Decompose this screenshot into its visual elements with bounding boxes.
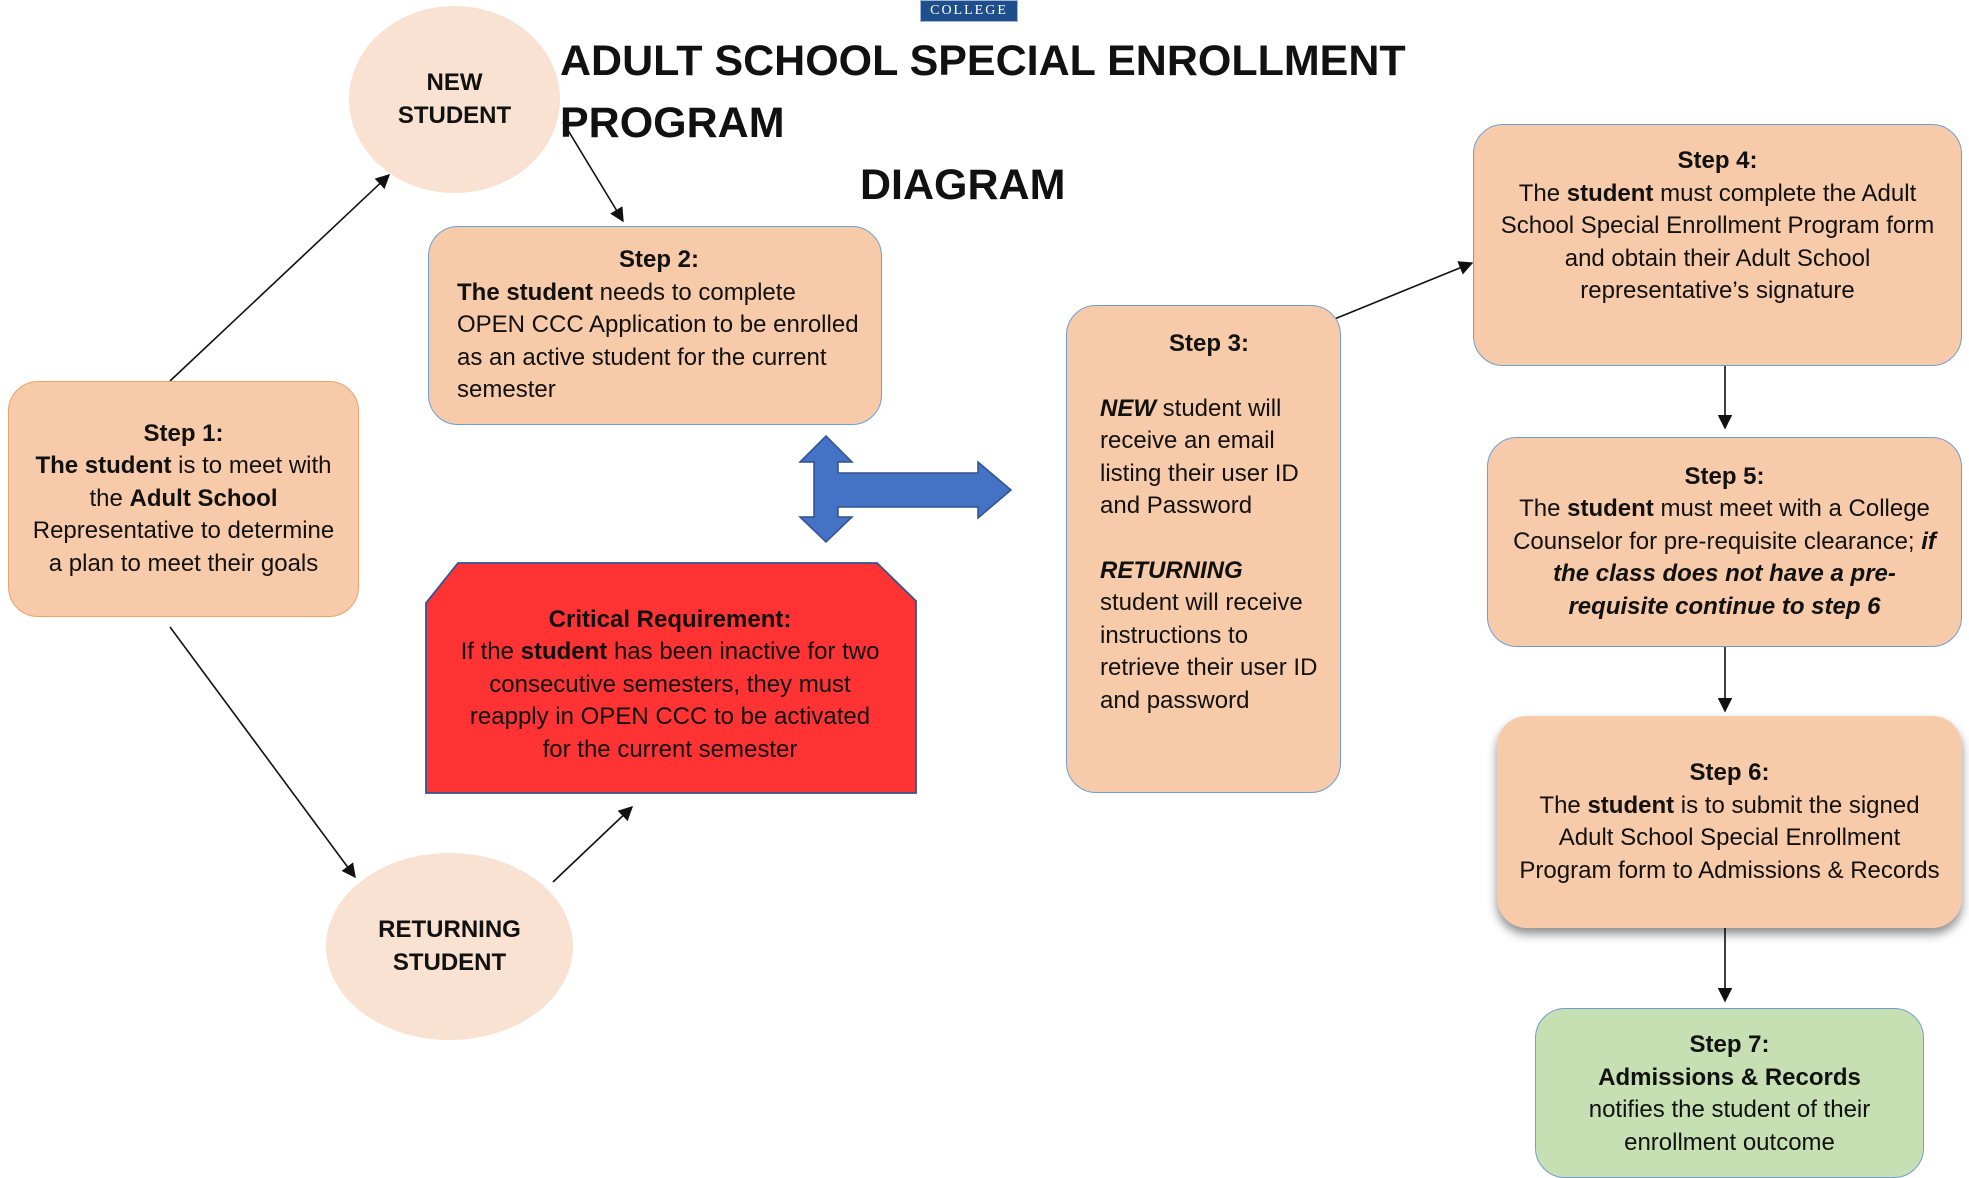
critical-heading: Critical Requirement: <box>548 605 792 633</box>
step1-text-1: is to meet with the <box>89 452 332 512</box>
step1-heading: Step 1: <box>143 419 224 447</box>
step2-box: Step 2: The student needs to complete OP… <box>428 226 882 425</box>
step3-heading: Step 3: <box>1168 330 1249 357</box>
step5-bold-italic: if the class does not have a pre-requisi… <box>1553 527 1936 620</box>
step1-text-2: Representative to determine a plan to me… <box>32 517 335 577</box>
step5-box: Step 5: The student must meet with a Col… <box>1487 437 1962 647</box>
step6-bold-1: student <box>1587 791 1675 819</box>
step5-heading: Step 5: <box>1684 462 1765 490</box>
step7-box: Step 7: Admissions & Records notifies th… <box>1535 1008 1924 1178</box>
critical-text-0: If the <box>460 638 521 666</box>
arrow-new-to-step2 <box>562 121 624 223</box>
new-student-circle: NEW STUDENT <box>349 6 560 193</box>
step6-heading: Step 6: <box>1689 759 1770 786</box>
returning-student-line-1: RETURNING <box>378 916 521 943</box>
step2-text-1: needs to complete OPEN CCC Application t… <box>457 278 859 404</box>
step4-box: Step 4: The student must complete the Ad… <box>1473 124 1962 366</box>
step6-text-0: The <box>1539 791 1588 819</box>
step4-bold-1: student <box>1566 179 1654 207</box>
step6-text-1: is to submit the signed Adult School Spe… <box>1519 791 1940 884</box>
step7-text-1: notifies the student of their enrollment… <box>1588 1096 1871 1156</box>
arrow-returning-to-critical <box>552 806 634 883</box>
step1-bold-1: The student <box>35 452 172 480</box>
step4-heading: Step 4: <box>1677 147 1758 174</box>
step7-bold-1: Admissions & Records <box>1598 1063 1861 1091</box>
new-student-line-2: STUDENT <box>397 101 512 129</box>
step3-returning-label: RETURNING <box>1100 556 1243 584</box>
returning-student-circle: RETURNING STUDENT <box>326 853 573 1040</box>
critical-requirement-shape <box>425 562 917 794</box>
step1-bold-2: Adult School <box>129 484 278 512</box>
arrow-step3-to-step4 <box>1331 261 1474 321</box>
blue-branch-arrow <box>798 434 1013 544</box>
step2-heading: Step 2: <box>618 246 699 274</box>
step5-text-1: must meet with a College Counselor for p… <box>1513 495 1930 555</box>
arrow-step1-to-new <box>169 174 391 382</box>
step6-box: Step 6: The student is to submit the sig… <box>1497 716 1962 928</box>
step3-new-label: NEW <box>1100 394 1156 422</box>
step3-box: Step 3: NEW student will receive an emai… <box>1066 305 1341 793</box>
critical-bold-1: student <box>520 638 608 666</box>
critical-requirement-text: Critical Requirement: If the student has… <box>440 595 900 775</box>
step5-text-0: The <box>1519 495 1568 523</box>
critical-text-1: has been inactive for two consecutive se… <box>469 638 880 763</box>
step4-text-1: must complete the Adult School Special E… <box>1500 179 1935 305</box>
new-student-line-1: NEW <box>426 69 483 96</box>
returning-student-line-2: STUDENT <box>392 948 507 976</box>
step3-returning-text: student will receive instructions to ret… <box>1100 589 1318 714</box>
arrow-step1-to-returning <box>169 626 356 879</box>
step3-new-text: student will receive an email listing th… <box>1100 394 1299 520</box>
step7-heading: Step 7: <box>1689 1031 1770 1058</box>
step4-text-0: The <box>1518 179 1567 207</box>
step1-box: Step 1: The student is to meet with the … <box>8 381 359 617</box>
page-title: ADULT SCHOOL SPECIAL ENROLLMENT PROGRAM … <box>560 30 1560 216</box>
title-line-2: DIAGRAM <box>860 161 1066 209</box>
step5-bold-1: student <box>1567 495 1654 523</box>
college-logo: COLLEGE <box>920 0 1018 22</box>
step2-bold-1: The student <box>457 278 593 306</box>
title-line-1: ADULT SCHOOL SPECIAL ENROLLMENT PROGRAM <box>560 37 1406 147</box>
